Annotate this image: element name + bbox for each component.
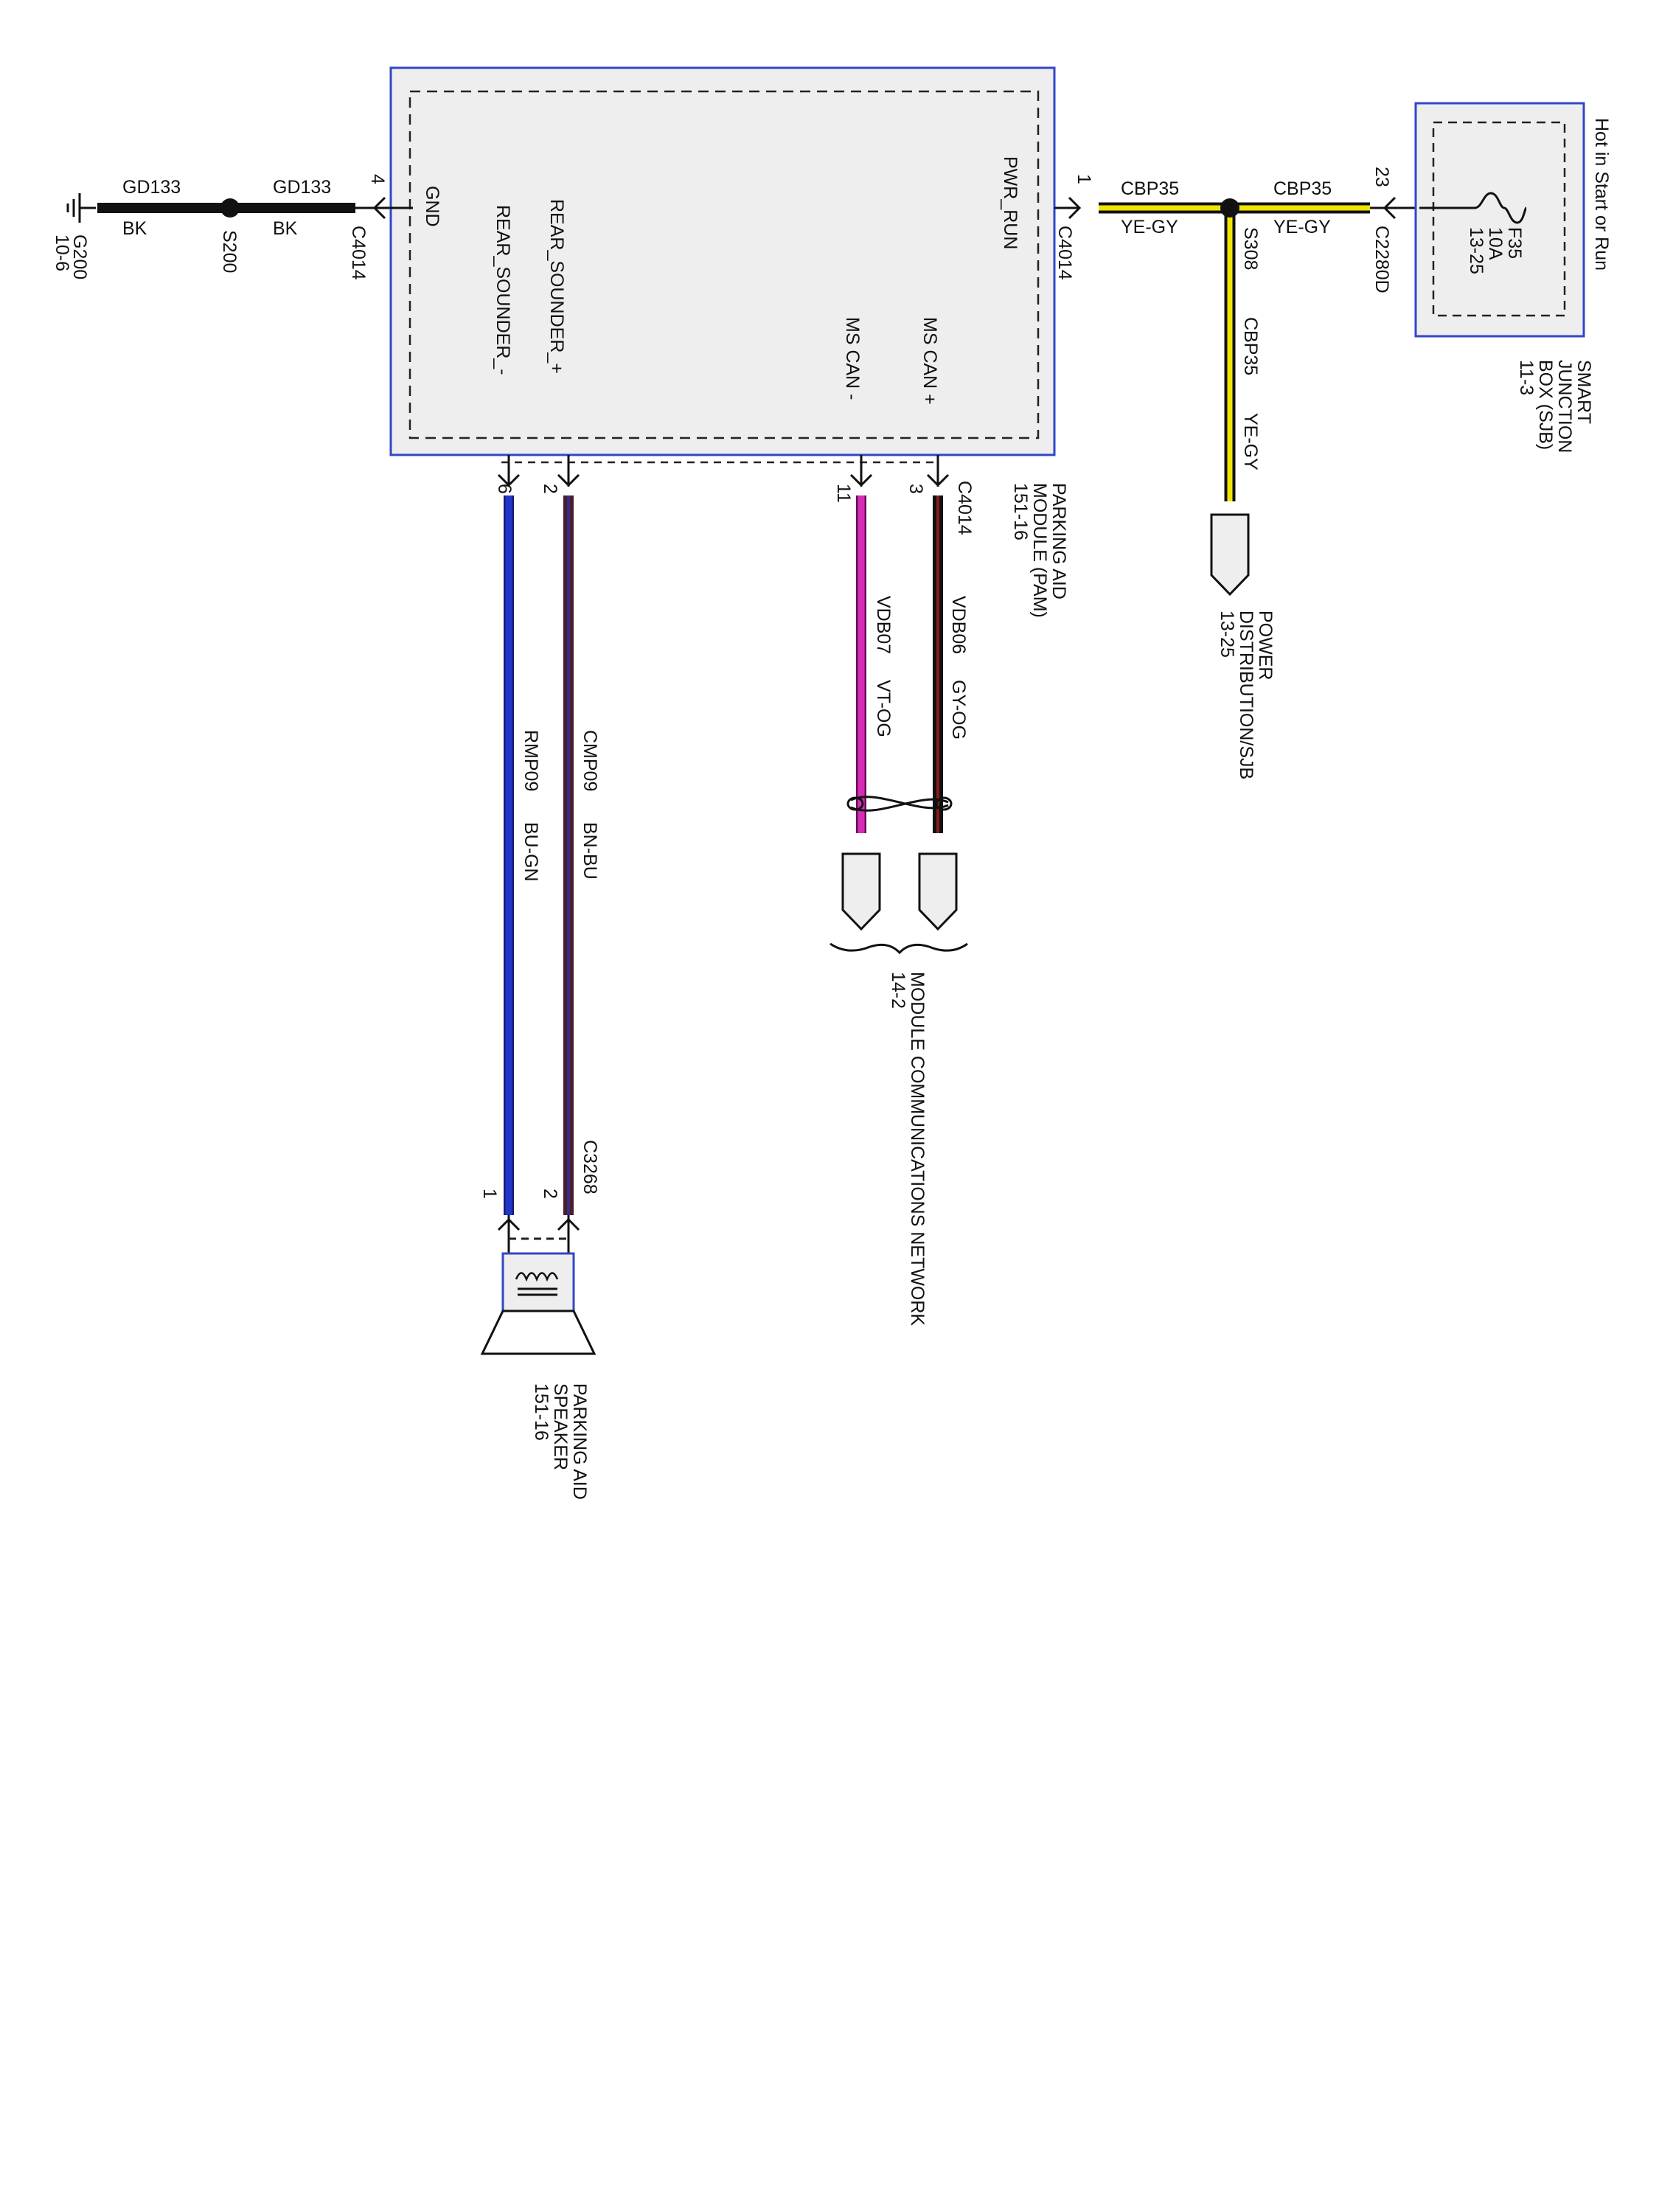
can-pos-color: GY-OG: [948, 680, 969, 740]
sjb-name-line1: SMART: [1573, 360, 1594, 424]
speaker-coil-icon: [515, 1272, 559, 1282]
fuse-name: F35: [1504, 227, 1525, 259]
sjb-name-line4: 11-3: [1516, 360, 1537, 395]
pam-module-inner-boundary: [408, 90, 1040, 439]
pam-name-line1: PARKING AID: [1048, 483, 1069, 599]
power-dist-line1: POWER: [1255, 611, 1276, 680]
sjb-name-line2: JUNCTION: [1554, 360, 1575, 453]
sjb-hot-label: Hot in Start or Run: [1591, 118, 1612, 271]
pin-number-can-pos: 3: [905, 484, 926, 494]
pam-name-line3: 151-16: [1010, 483, 1031, 540]
ground-circuit-right: GD133: [273, 177, 331, 198]
pwr-color-left: YE-GY: [1121, 217, 1178, 237]
pwr-branch-circuit: CBP35: [1240, 317, 1261, 375]
splice-s308-label: S308: [1240, 227, 1261, 270]
ground-ref: 10-6: [52, 234, 72, 271]
speaker-cone-icon[interactable]: [480, 1310, 597, 1355]
pin-number-can-neg: 11: [833, 484, 854, 503]
pin-number-speaker-1: 1: [479, 1189, 500, 1199]
connector-sounder-pos-arrow: [557, 473, 580, 487]
fuse-f35-icon: [1419, 192, 1528, 224]
connector-sounder-neg-arrow: [497, 473, 521, 487]
pin-label-rear-sounder-pos: REAR_SOUNDER_+: [546, 199, 567, 374]
pin-number-sjb: 23: [1371, 167, 1392, 187]
sjb-name-line3: BOX (SJB): [1535, 360, 1556, 450]
sounder-pos-circuit: CMP09: [580, 730, 600, 791]
connector-sjb-arrow: [1382, 196, 1397, 220]
pwr-color-right: YE-GY: [1273, 217, 1331, 237]
connector-pwr-arrow: [1068, 196, 1082, 220]
pin-number-speaker-2: 2: [540, 1189, 560, 1199]
can-neg-color: VT-OG: [873, 680, 894, 737]
can-neg-connector[interactable]: [841, 852, 881, 931]
ground-circuit-left: GD133: [122, 177, 181, 198]
network-name-line1: MODULE COMMUNICATIONS NETWORK: [907, 972, 928, 1326]
pin-number-gnd: 4: [367, 174, 388, 184]
pin-label-rear-sounder-neg: REAR_SOUNDER_-: [493, 205, 513, 375]
connector-can-pos-arrow: [926, 473, 950, 487]
sounder-neg-color: BU-GN: [521, 822, 541, 882]
pwr-circuit-right: CBP35: [1273, 178, 1332, 199]
connector-c4014-gnd: C4014: [348, 226, 369, 280]
pin-label-gnd: GND: [422, 186, 442, 227]
splice-s308: [1220, 198, 1239, 218]
speaker-name-line1: PARKING AID: [569, 1383, 590, 1500]
pwr-circuit-left: CBP35: [1121, 178, 1179, 199]
pin-label-ms-can-pos: MS CAN +: [919, 317, 940, 405]
twisted-pair-end-left: [846, 796, 864, 811]
ground-name: G200: [69, 234, 90, 279]
power-dist-line2: DISTRIBUTION/SJB: [1236, 611, 1256, 779]
pam-module-box[interactable]: [389, 66, 1056, 456]
can-pos-connector[interactable]: [918, 852, 958, 931]
connector-can-neg-arrow: [849, 473, 873, 487]
twisted-pair-end-right: [935, 796, 953, 811]
can-neg-circuit: VDB07: [873, 596, 894, 654]
power-distribution-connector[interactable]: [1210, 513, 1250, 597]
power-dist-line3: 13-25: [1217, 611, 1237, 658]
sjb-module-inner-boundary: [1432, 121, 1566, 317]
ground-symbol: [66, 193, 96, 223]
pin-label-ms-can-neg: MS CAN -: [842, 317, 863, 400]
fuse-rating: 10A: [1485, 227, 1506, 260]
pin-number-sounder-pos: 2: [540, 484, 560, 494]
splice-s200-label: S200: [219, 230, 240, 273]
can-pos-circuit: VDB06: [948, 596, 969, 654]
connector-c4014-pwr: C4014: [1054, 226, 1075, 280]
pwr-branch-color: YE-GY: [1240, 413, 1261, 470]
ground-color-left: BK: [122, 218, 147, 239]
connector-c2280d: C2280D: [1371, 226, 1392, 293]
connector-c4014-can: C4014: [954, 481, 975, 535]
network-brace-icon: [830, 942, 968, 955]
connector-gnd-arrow: [372, 196, 386, 220]
pam-name-line2: MODULE (PAM): [1029, 483, 1050, 618]
fuse-ref: 13-25: [1466, 227, 1486, 274]
pin-number-sounder-neg: 6: [494, 484, 515, 494]
speaker-name-line2: SPEAKER: [550, 1383, 571, 1470]
connector-c3268: C3268: [580, 1140, 600, 1194]
sounder-pos-color: BN-BU: [580, 822, 600, 880]
speaker-coil-box: [501, 1252, 575, 1312]
ground-color-right: BK: [273, 218, 298, 239]
speaker-name-line3: 151-16: [531, 1383, 552, 1441]
network-name-line2: 14-2: [888, 972, 908, 1009]
pin-label-pwr-run: PWR_RUN: [1000, 156, 1020, 249]
sounder-neg-circuit: RMP09: [521, 730, 541, 791]
pin-number-pwr: 1: [1074, 174, 1094, 184]
sjb-module-box[interactable]: [1414, 102, 1585, 338]
